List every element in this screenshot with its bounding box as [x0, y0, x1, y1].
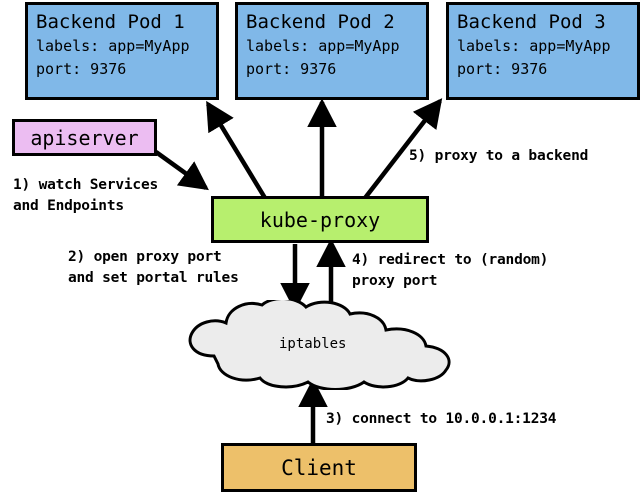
backend-pod-3-box: Backend Pod 3 labels: app=MyApp port: 93… — [446, 2, 640, 100]
step-1-line-2: and Endpoints — [13, 198, 124, 214]
step-4-line-2: proxy port — [352, 273, 438, 289]
backend-pod-1-port: port: 9376 — [36, 60, 127, 78]
step-3-line-1: 3) connect to 10.0.0.1:1234 — [326, 411, 557, 427]
backend-pod-2-labels: labels: app=MyApp — [246, 37, 400, 55]
step-4-label: 4) redirect to (random) proxy port — [352, 250, 548, 292]
step-2-line-1: 2) open proxy port — [68, 249, 222, 265]
iptables-cloud: iptables — [178, 297, 468, 391]
step-5-label: 5) proxy to a backend — [409, 146, 588, 167]
backend-pod-3-port: port: 9376 — [457, 60, 548, 78]
backend-pod-2-box: Backend Pod 2 labels: app=MyApp port: 93… — [235, 2, 429, 100]
backend-pod-2-port: port: 9376 — [246, 60, 337, 78]
client-box: Client — [221, 443, 417, 492]
step-2-label: 2) open proxy port and set portal rules — [68, 247, 239, 289]
backend-pod-3-title: Backend Pod 3 — [457, 11, 606, 33]
iptables-label: iptables — [279, 336, 347, 352]
client-label: Client — [281, 455, 357, 480]
step-3-label: 3) connect to 10.0.0.1:1234 — [326, 409, 557, 430]
arrow-kubeproxy-to-pod-1 — [206, 100, 267, 200]
step-1-label: 1) watch Services and Endpoints — [13, 175, 158, 217]
step-1-line-1: 1) watch Services — [13, 177, 159, 193]
arrow-apiserver-to-kubeproxy — [154, 150, 209, 191]
step-5-line-1: 5) proxy to a backend — [409, 148, 589, 164]
arrow-kubeproxy-to-pod-3 — [363, 98, 443, 200]
backend-pod-1-title: Backend Pod 1 — [36, 11, 185, 33]
backend-pod-1-box: Backend Pod 1 labels: app=MyApp port: 93… — [25, 2, 219, 100]
backend-pod-1-labels: labels: app=MyApp — [36, 37, 190, 55]
backend-pod-2-title: Backend Pod 2 — [246, 11, 395, 33]
apiserver-box: apiserver — [12, 119, 157, 156]
step-4-line-1: 4) redirect to (random) — [352, 252, 549, 268]
kube-proxy-label: kube-proxy — [259, 207, 381, 232]
step-2-line-2: and set portal rules — [68, 270, 239, 286]
backend-pod-3-labels: labels: app=MyApp — [457, 37, 611, 55]
kube-proxy-box: kube-proxy — [211, 196, 429, 243]
apiserver-label: apiserver — [30, 125, 139, 150]
